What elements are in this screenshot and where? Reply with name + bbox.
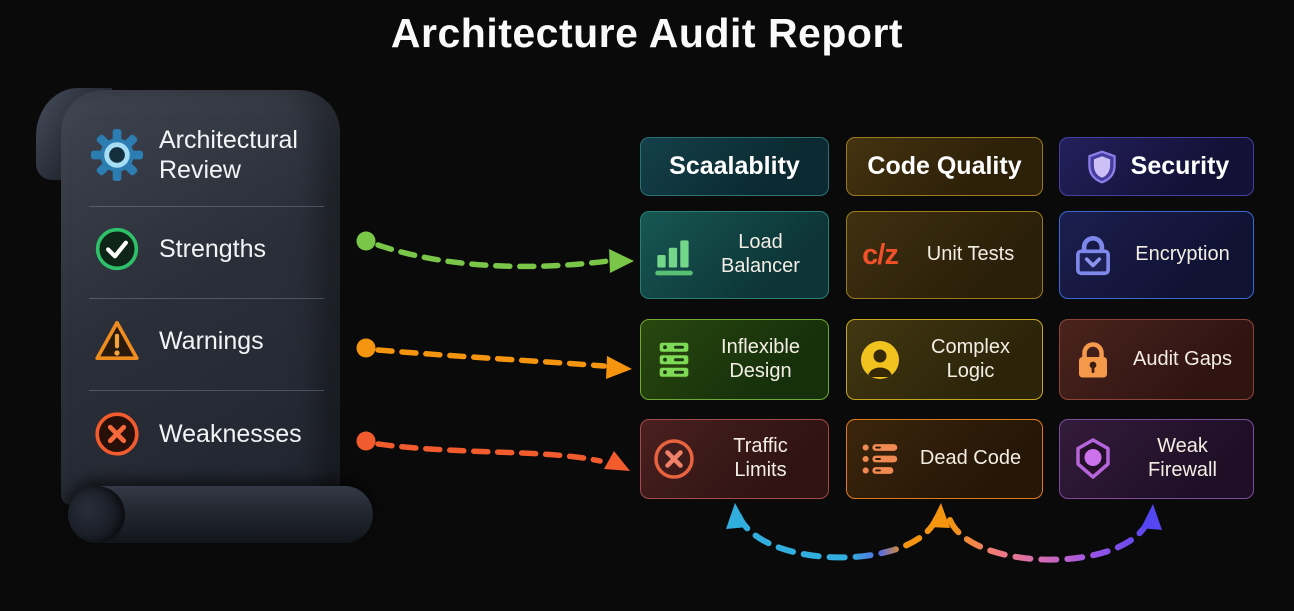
- card-label: Encryption: [1135, 243, 1230, 266]
- card-encryption: Encryption: [1059, 211, 1254, 299]
- bottom-right-arc: [947, 504, 1162, 563]
- scroll-roll-cap: [68, 486, 125, 543]
- card-inflexible-design: Inflexible Design: [640, 319, 829, 400]
- legend-item-strengths: Strengths: [91, 223, 326, 275]
- card-load-balancer: Load Balancer: [640, 211, 829, 299]
- card-label: Load Balancer: [721, 231, 800, 277]
- legend-item-warnings: Warnings: [91, 315, 326, 367]
- user-circle-icon: [847, 337, 913, 383]
- gear-icon: [91, 129, 143, 181]
- card-weak-firewall: Weak Firewall: [1059, 419, 1254, 499]
- weaknesses-arrow: [356, 431, 630, 471]
- card-traffic-limits: Traffic Limits: [640, 419, 829, 499]
- shield-icon: [1084, 149, 1120, 185]
- header-label: Code Quality: [867, 152, 1022, 180]
- warning-triangle-icon: [91, 315, 143, 367]
- warnings-arrow: [356, 338, 632, 379]
- card-label: Dead Code: [919, 447, 1022, 470]
- divider: [89, 298, 324, 299]
- card-label: Traffic Limits: [733, 435, 788, 481]
- bar-chart-icon: [641, 231, 707, 279]
- header-code-quality: Code Quality: [846, 137, 1043, 196]
- scroll-roll: [68, 486, 373, 543]
- legend-label: Warnings: [159, 327, 264, 355]
- bottom-left-arc: [726, 503, 950, 561]
- legend-label: Strengths: [159, 235, 267, 263]
- x-circle-icon: [91, 408, 143, 460]
- card-dead-code: Dead Code: [846, 419, 1043, 499]
- x-circle-icon: [641, 436, 707, 482]
- strengths-arrow: [356, 231, 634, 273]
- card-label: Weak Firewall: [1148, 435, 1217, 481]
- legend-label: Architectural Review: [159, 126, 298, 184]
- card-label: Audit Gaps: [1133, 347, 1232, 370]
- legend-label: Weaknesses: [159, 420, 302, 448]
- header-label: Scaalablity: [669, 152, 800, 180]
- card-label: Complex Logic: [931, 335, 1010, 382]
- divider: [89, 206, 324, 207]
- padlock-keyhole-icon: [1060, 337, 1126, 383]
- card-label: Unit Tests: [926, 243, 1015, 266]
- page-title: Architecture Audit Report: [390, 10, 904, 56]
- server-stack-icon: [641, 337, 707, 383]
- legend-scroll: Architectural Review Strengths Warnin: [61, 90, 340, 505]
- check-circle-icon: [91, 223, 143, 275]
- code-slash-icon: c/z: [862, 238, 899, 271]
- header-security: Security: [1059, 137, 1254, 196]
- header-scalability: Scaalablity: [640, 137, 829, 196]
- card-complex-logic: Complex Logic: [846, 319, 1043, 400]
- lock-icon: [1060, 231, 1126, 279]
- divider: [89, 390, 324, 391]
- list-icon: [847, 437, 913, 481]
- card-unit-tests: c/z Unit Tests: [846, 211, 1043, 299]
- card-audit-gaps: Audit Gaps: [1059, 319, 1254, 400]
- header-label: Security: [1130, 152, 1230, 180]
- hexagon-shield-icon: [1060, 436, 1126, 482]
- legend-item-weaknesses: Weaknesses: [91, 408, 326, 460]
- legend-item-architectural-review: Architectural Review: [91, 118, 326, 192]
- card-label: Inflexible Design: [721, 335, 800, 382]
